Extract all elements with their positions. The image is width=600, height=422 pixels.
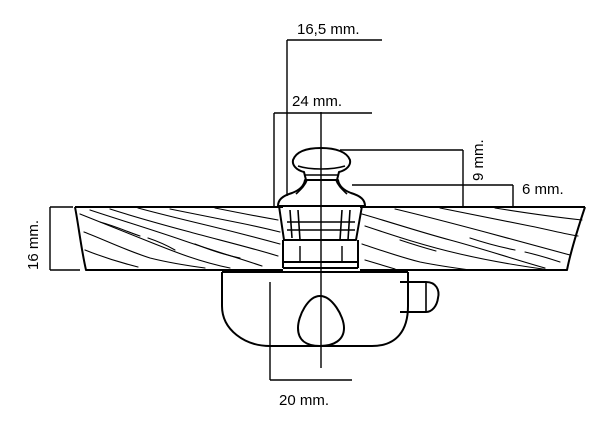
label-collar-height: 6 mm. xyxy=(522,181,564,198)
label-top-width: 16,5 mm. xyxy=(297,21,360,38)
dimension-lines xyxy=(49,39,514,381)
dimension-labels: 16,5 mm. 24 mm. 9 mm. 6 mm. 16 mm. 20 mm… xyxy=(25,21,564,409)
wood-panel xyxy=(74,206,586,271)
lock-housing xyxy=(221,271,440,347)
label-head-height: 9 mm. xyxy=(470,139,487,181)
wood-grain-left xyxy=(79,207,281,269)
wood-grain-right xyxy=(361,207,583,271)
label-head-width: 24 mm. xyxy=(292,93,342,110)
label-housing-width: 20 mm. xyxy=(279,392,329,409)
label-panel-thickness: 16 mm. xyxy=(25,220,42,270)
